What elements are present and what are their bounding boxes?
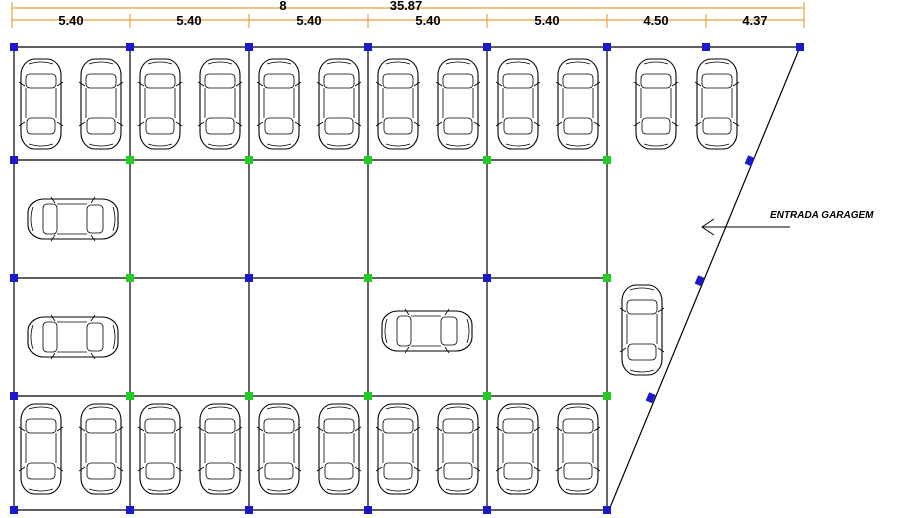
segment-dimension-label: 5.40: [296, 13, 321, 28]
car-top-view-icon: [316, 403, 362, 495]
car-top-view-icon: [555, 58, 601, 150]
segment-dimension-label: 4.50: [643, 13, 668, 28]
car-top-view-icon: [256, 403, 302, 495]
segment-dimension-label: 5.40: [58, 13, 83, 28]
car-top-view-icon: [633, 58, 679, 150]
car-top-view-icon: [27, 314, 119, 360]
car-top-view-icon: [375, 403, 421, 495]
entrance-marker: ENTRADA GARAGEM: [701, 210, 874, 236]
segment-dimension-label: 5.40: [415, 13, 440, 28]
car-top-view-icon: [495, 58, 541, 150]
segment-dimension-label: 5.40: [176, 13, 201, 28]
intermediate-columns: [126, 156, 611, 400]
bottom-row-cars: [18, 403, 601, 495]
car-top-view-icon: [375, 58, 421, 150]
car-top-view-icon: [694, 58, 740, 150]
car-top-view-icon: [78, 403, 124, 495]
top-row-cars: [18, 58, 740, 150]
car-top-view-icon: [137, 58, 183, 150]
car-top-view-icon: [137, 403, 183, 495]
car-top-view-icon: [27, 196, 119, 242]
car-top-view-icon: [435, 58, 481, 150]
car-top-view-icon: [555, 403, 601, 495]
entrance-label: ENTRADA GARAGEM: [770, 210, 874, 221]
total-dimension-label: 35.87: [390, 0, 423, 13]
dimension-ticks: [11, 2, 805, 28]
dimension-chain: 35.87 8 5.40 5.40 5.40 5.40 5.40 4.50 4.…: [11, 0, 805, 28]
partial-mark-label: 8: [279, 0, 286, 13]
segment-dimension-label: 5.40: [534, 13, 559, 28]
car-top-view-icon: [381, 308, 473, 354]
car-top-view-icon: [18, 403, 64, 495]
car-top-view-icon: [316, 58, 362, 150]
car-top-view-icon: [495, 403, 541, 495]
car-top-view-icon: [78, 58, 124, 150]
arrow-left-icon: [701, 218, 790, 236]
car-top-view-icon: [435, 403, 481, 495]
car-top-view-icon: [256, 58, 302, 150]
structural-columns: [10, 43, 804, 514]
segment-dimension-label: 4.37: [742, 13, 767, 28]
car-top-view-icon: [18, 58, 64, 150]
car-top-view-icon: [619, 284, 665, 376]
car-top-view-icon: [197, 58, 243, 150]
car-top-view-icon: [197, 403, 243, 495]
